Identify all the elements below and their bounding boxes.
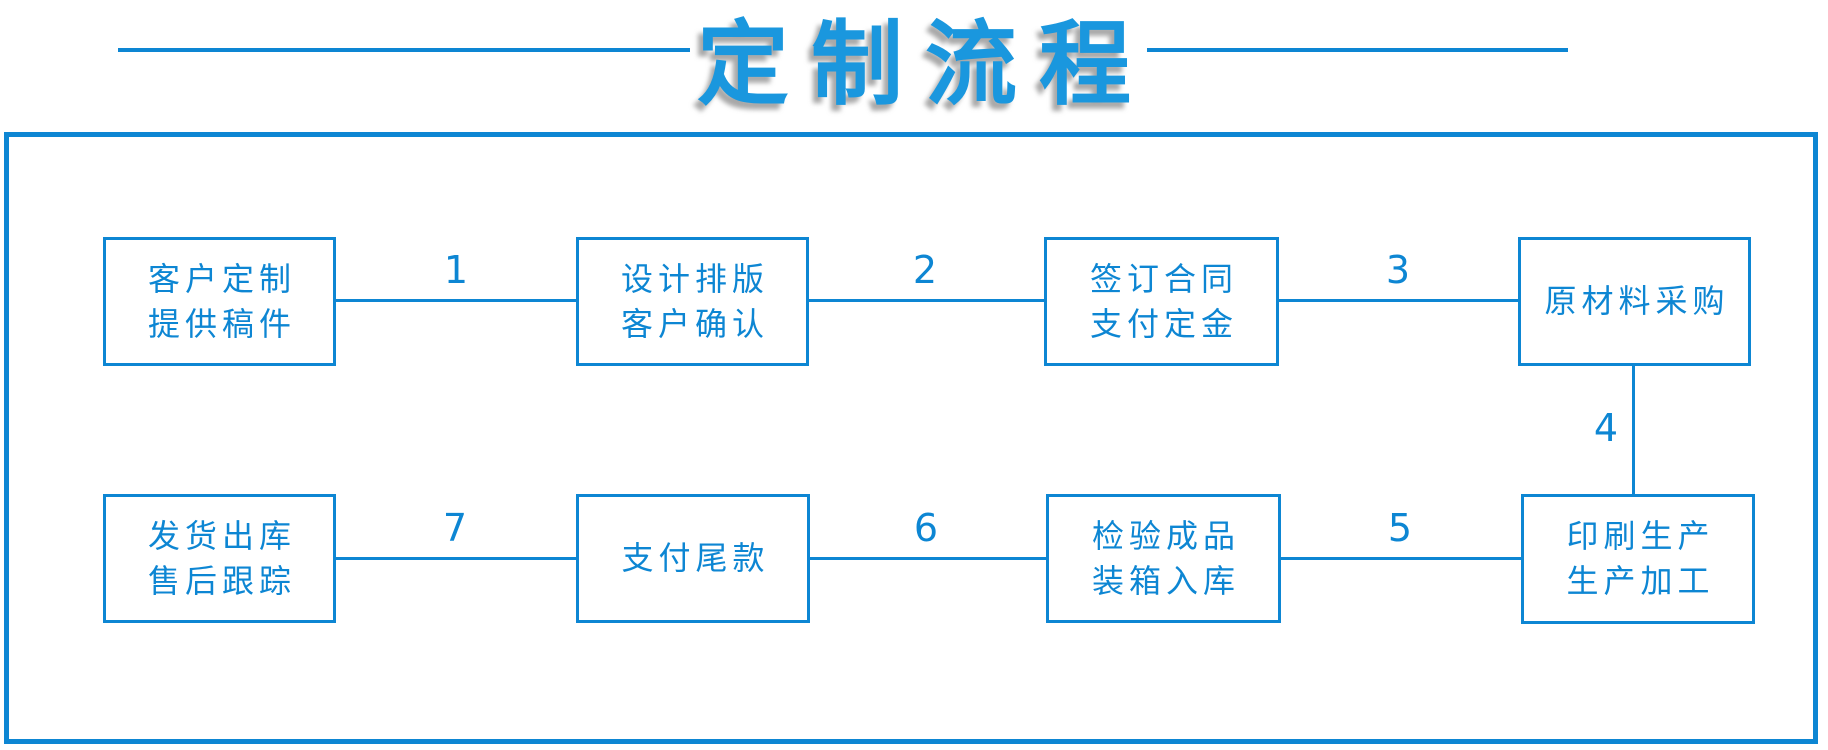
step-label-line: 发货出库 (147, 516, 296, 555)
connector-label-4: 4 (1593, 406, 1618, 450)
step-label-line: 装箱入库 (1091, 561, 1240, 600)
step-label-line: 支付定金 (1089, 304, 1238, 343)
step-box-7-final-payment: 支付尾款 (576, 494, 810, 623)
step-label-line: 检验成品 (1091, 516, 1240, 555)
connector-label-3: 3 (1385, 248, 1411, 292)
step-box-1-customer-draft: 客户定制 提供稿件 (103, 237, 336, 366)
connector-line-6 (810, 557, 1046, 560)
step-box-3-contract-deposit: 签订合同 支付定金 (1044, 237, 1279, 366)
step-label-line: 客户确认 (620, 304, 769, 343)
step-label-line: 签订合同 (1089, 259, 1238, 298)
connector-line-1 (336, 299, 576, 302)
connector-label-6: 6 (913, 506, 939, 550)
connector-label-2: 2 (912, 248, 938, 292)
connector-line-4-vertical (1632, 366, 1635, 494)
step-label-line: 设计排版 (620, 259, 769, 298)
step-box-6-inspect-package: 检验成品 装箱入库 (1046, 494, 1281, 623)
step-box-8-ship-aftersales: 发货出库 售后跟踪 (103, 494, 336, 623)
connector-line-2 (809, 299, 1044, 302)
step-label-line: 提供稿件 (147, 304, 296, 343)
step-label-line: 印刷生产 (1566, 517, 1715, 555)
step-box-4-material-purchase: 原材料采购 (1518, 237, 1751, 366)
connector-label-1: 1 (443, 248, 469, 292)
step-label-line: 客户定制 (147, 259, 296, 298)
title-rule-right (1147, 48, 1568, 52)
step-box-2-design-confirm: 设计排版 客户确认 (576, 237, 809, 366)
flowchart-frame (4, 132, 1818, 744)
step-label-line: 售后跟踪 (147, 561, 296, 600)
step-box-5-print-production: 印刷生产 生产加工 (1521, 494, 1755, 624)
connector-label-5: 5 (1387, 506, 1413, 550)
title-rule-left (118, 48, 690, 52)
connector-line-7 (336, 557, 576, 560)
step-label-line: 支付尾款 (621, 539, 770, 577)
step-label-line: 原材料采购 (1544, 282, 1730, 320)
connector-label-7: 7 (442, 506, 468, 550)
page-title: 定制流程 (696, 11, 1153, 118)
connector-line-5 (1281, 557, 1521, 560)
step-label-line: 生产加工 (1566, 562, 1715, 600)
connector-line-3 (1279, 299, 1518, 302)
